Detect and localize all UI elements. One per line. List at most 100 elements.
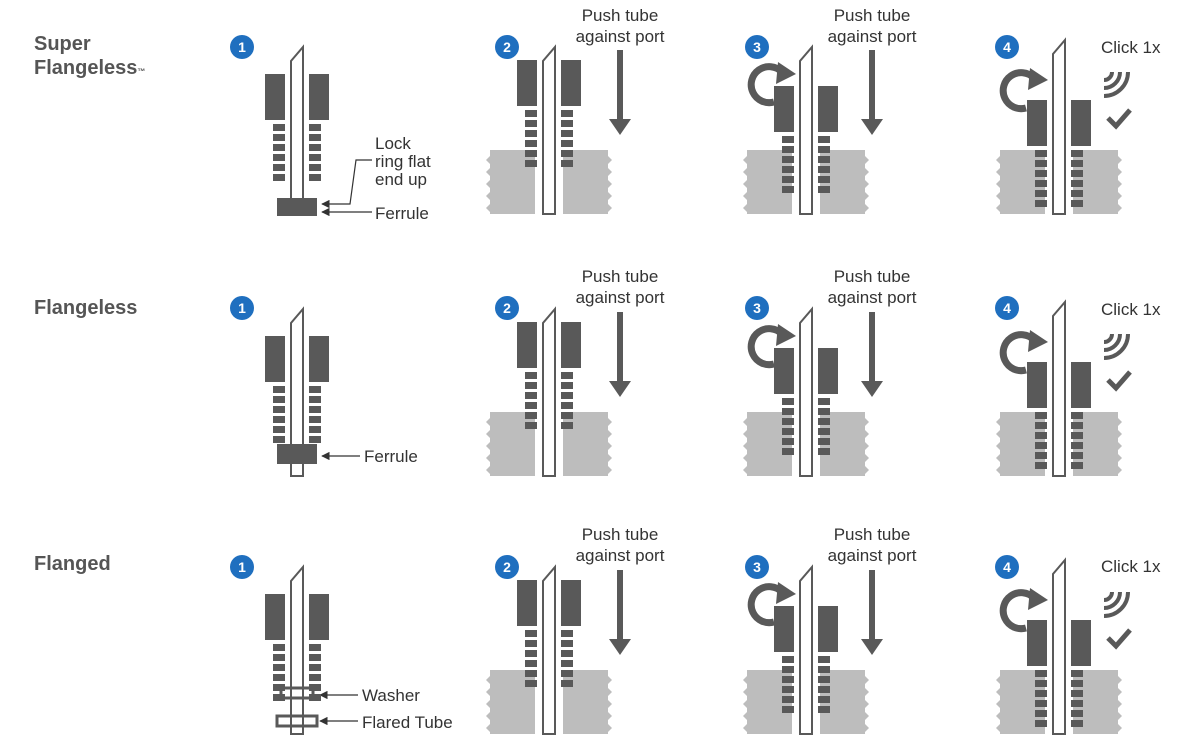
thread [1035,422,1047,429]
thread [561,670,573,677]
port-edge [1118,430,1122,438]
port-edge [743,192,747,200]
thread [273,396,285,403]
thread [1035,670,1047,677]
thread [1035,160,1047,167]
port-left [490,412,535,476]
nut-head-right [561,580,581,626]
port-left [1000,412,1045,476]
rotate-arrow-icon [999,69,1037,113]
step-badge [995,555,1019,579]
thread [309,144,321,151]
thread [309,694,321,701]
thread [561,130,573,137]
thread [1071,150,1083,157]
thread [273,684,285,691]
port-edge [608,712,612,720]
thread [525,640,537,647]
nut-head-right [309,336,329,382]
port-edge [865,712,869,720]
port-edge [608,466,612,474]
tube [799,306,813,477]
thread [818,438,830,445]
port-edge [1118,688,1122,696]
port-edge [865,724,869,732]
thread [273,694,285,701]
click-wave-icon [1103,333,1130,360]
port-right [820,670,865,734]
thread [818,408,830,415]
port-edge [1118,712,1122,720]
thread [525,680,537,687]
port-edge [743,676,747,684]
port-right [1073,150,1118,214]
thread [525,630,537,637]
port-edge [608,180,612,188]
nut-head-right [818,86,838,132]
thread [1035,452,1047,459]
port-edge [608,454,612,462]
thread [309,684,321,691]
thread [1035,432,1047,439]
port-edge [486,724,490,732]
step-number: 2 [503,300,511,316]
thread [1071,442,1083,449]
row-title-line1: Super [34,33,91,55]
port-edge [1118,168,1122,176]
thread [561,660,573,667]
thread [782,146,794,153]
thread [782,166,794,173]
thread [273,154,285,161]
thread [309,174,321,181]
port-edge [486,418,490,426]
down-arrow-icon [869,50,875,121]
rotate-arrow-icon [747,325,785,369]
down-arrow-head [609,119,631,135]
step-number: 4 [1003,559,1011,575]
thread [782,398,794,405]
nut-head-left [1027,100,1047,146]
step-number: 1 [238,559,246,575]
port-edge [865,168,869,176]
down-arrow-head [861,381,883,397]
tube [542,44,556,215]
port-edge [996,430,1000,438]
port-edge [865,430,869,438]
thread [561,140,573,147]
port-edge [486,430,490,438]
callout-ring-flat: ring flat [375,152,431,171]
thread [1035,180,1047,187]
thread [782,186,794,193]
step-number: 3 [753,300,761,316]
port-edge [865,454,869,462]
down-arrow-head [861,639,883,655]
thread [309,674,321,681]
rotate-arrow-head [776,62,796,84]
thread [1035,200,1047,207]
thread [273,164,285,171]
down-arrow-icon [869,312,875,383]
port-edge [865,180,869,188]
thread [525,110,537,117]
thread [1035,700,1047,707]
thread [309,644,321,651]
port-edge [865,418,869,426]
tube [542,564,556,735]
step-badge [995,296,1019,320]
thread [818,656,830,663]
step-number: 3 [753,39,761,55]
click-wave-icon [1103,71,1130,98]
port-edge [743,168,747,176]
callout-ferrule: Ferrule [375,204,429,223]
nut-head-right [1071,100,1091,146]
thread [782,156,794,163]
step2-push-line1-r2: Push tube [582,267,659,286]
nut-head-left [1027,362,1047,408]
thread [309,386,321,393]
checkmark-icon [1106,370,1132,392]
down-arrow-icon [869,570,875,641]
checkmark-icon [1106,108,1132,130]
nut-head-right [309,74,329,120]
port-left [747,150,792,214]
port-right [563,150,608,214]
